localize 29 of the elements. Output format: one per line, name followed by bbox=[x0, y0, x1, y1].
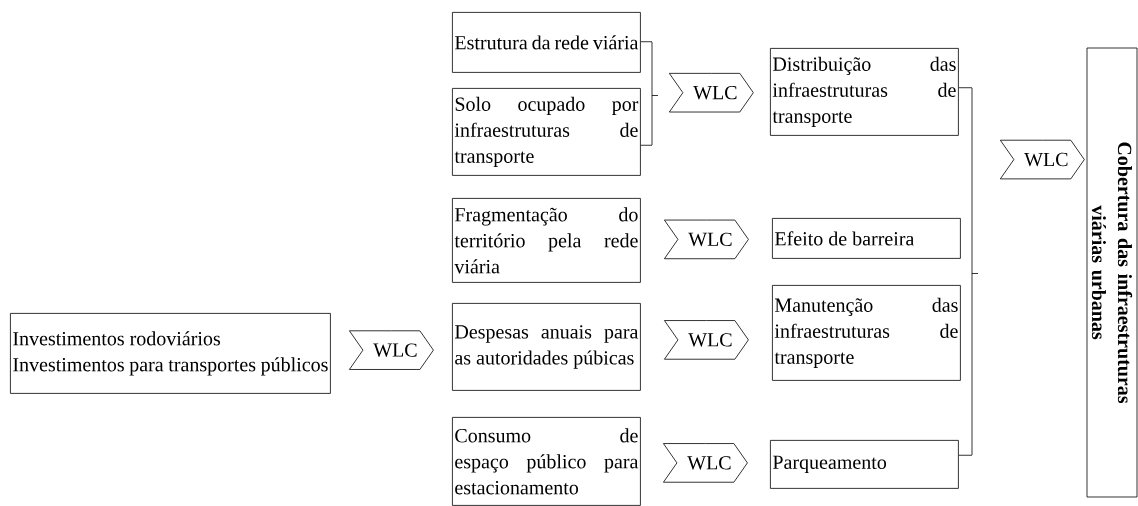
edge-label: WLC bbox=[371, 342, 419, 359]
text-box: Efeito de barreira bbox=[772, 218, 961, 259]
chevron-arrow bbox=[668, 72, 754, 113]
chevron-arrow bbox=[349, 330, 434, 370]
connector-line bbox=[640, 144, 653, 146]
edge-label: WLC bbox=[686, 231, 734, 248]
edge-label: WLC bbox=[1022, 151, 1070, 168]
bracket bbox=[651, 41, 659, 146]
chevron-arrow bbox=[664, 320, 749, 360]
text-box: Parqueamento bbox=[770, 440, 959, 489]
text-box: Distribuição das infraestruturas de transporte bbox=[770, 48, 959, 136]
edge-label: WLC bbox=[686, 331, 734, 348]
chevron-arrow bbox=[663, 443, 748, 483]
chevron-arrow bbox=[999, 139, 1085, 180]
bracket bbox=[971, 87, 979, 456]
text-box: Fragmentação do território pela rede viária bbox=[452, 198, 641, 283]
text-box: Investimentos rodoviários Investimentos para transportes públicos bbox=[10, 313, 331, 394]
text-box: Estrutura da rede viária bbox=[452, 12, 641, 73]
text-box: Cobertura das infraestruturas viárias urbanas bbox=[1086, 47, 1138, 498]
chevron-arrow bbox=[664, 219, 749, 260]
connector-line bbox=[640, 41, 653, 43]
connector-line bbox=[958, 454, 973, 456]
edge-label: WLC bbox=[691, 84, 739, 101]
edge-label: WLC bbox=[685, 454, 733, 471]
connector-line bbox=[958, 87, 973, 89]
text-box: Manutenção das infraestruturas de transporte bbox=[772, 285, 961, 381]
text-box: Solo ocupado por infraestruturas de transporte bbox=[452, 88, 641, 176]
text-box: Consumo de espaço público para estacionamento bbox=[452, 417, 641, 506]
text-box: Despesas anuais para as autoridades púbicas bbox=[452, 303, 641, 391]
